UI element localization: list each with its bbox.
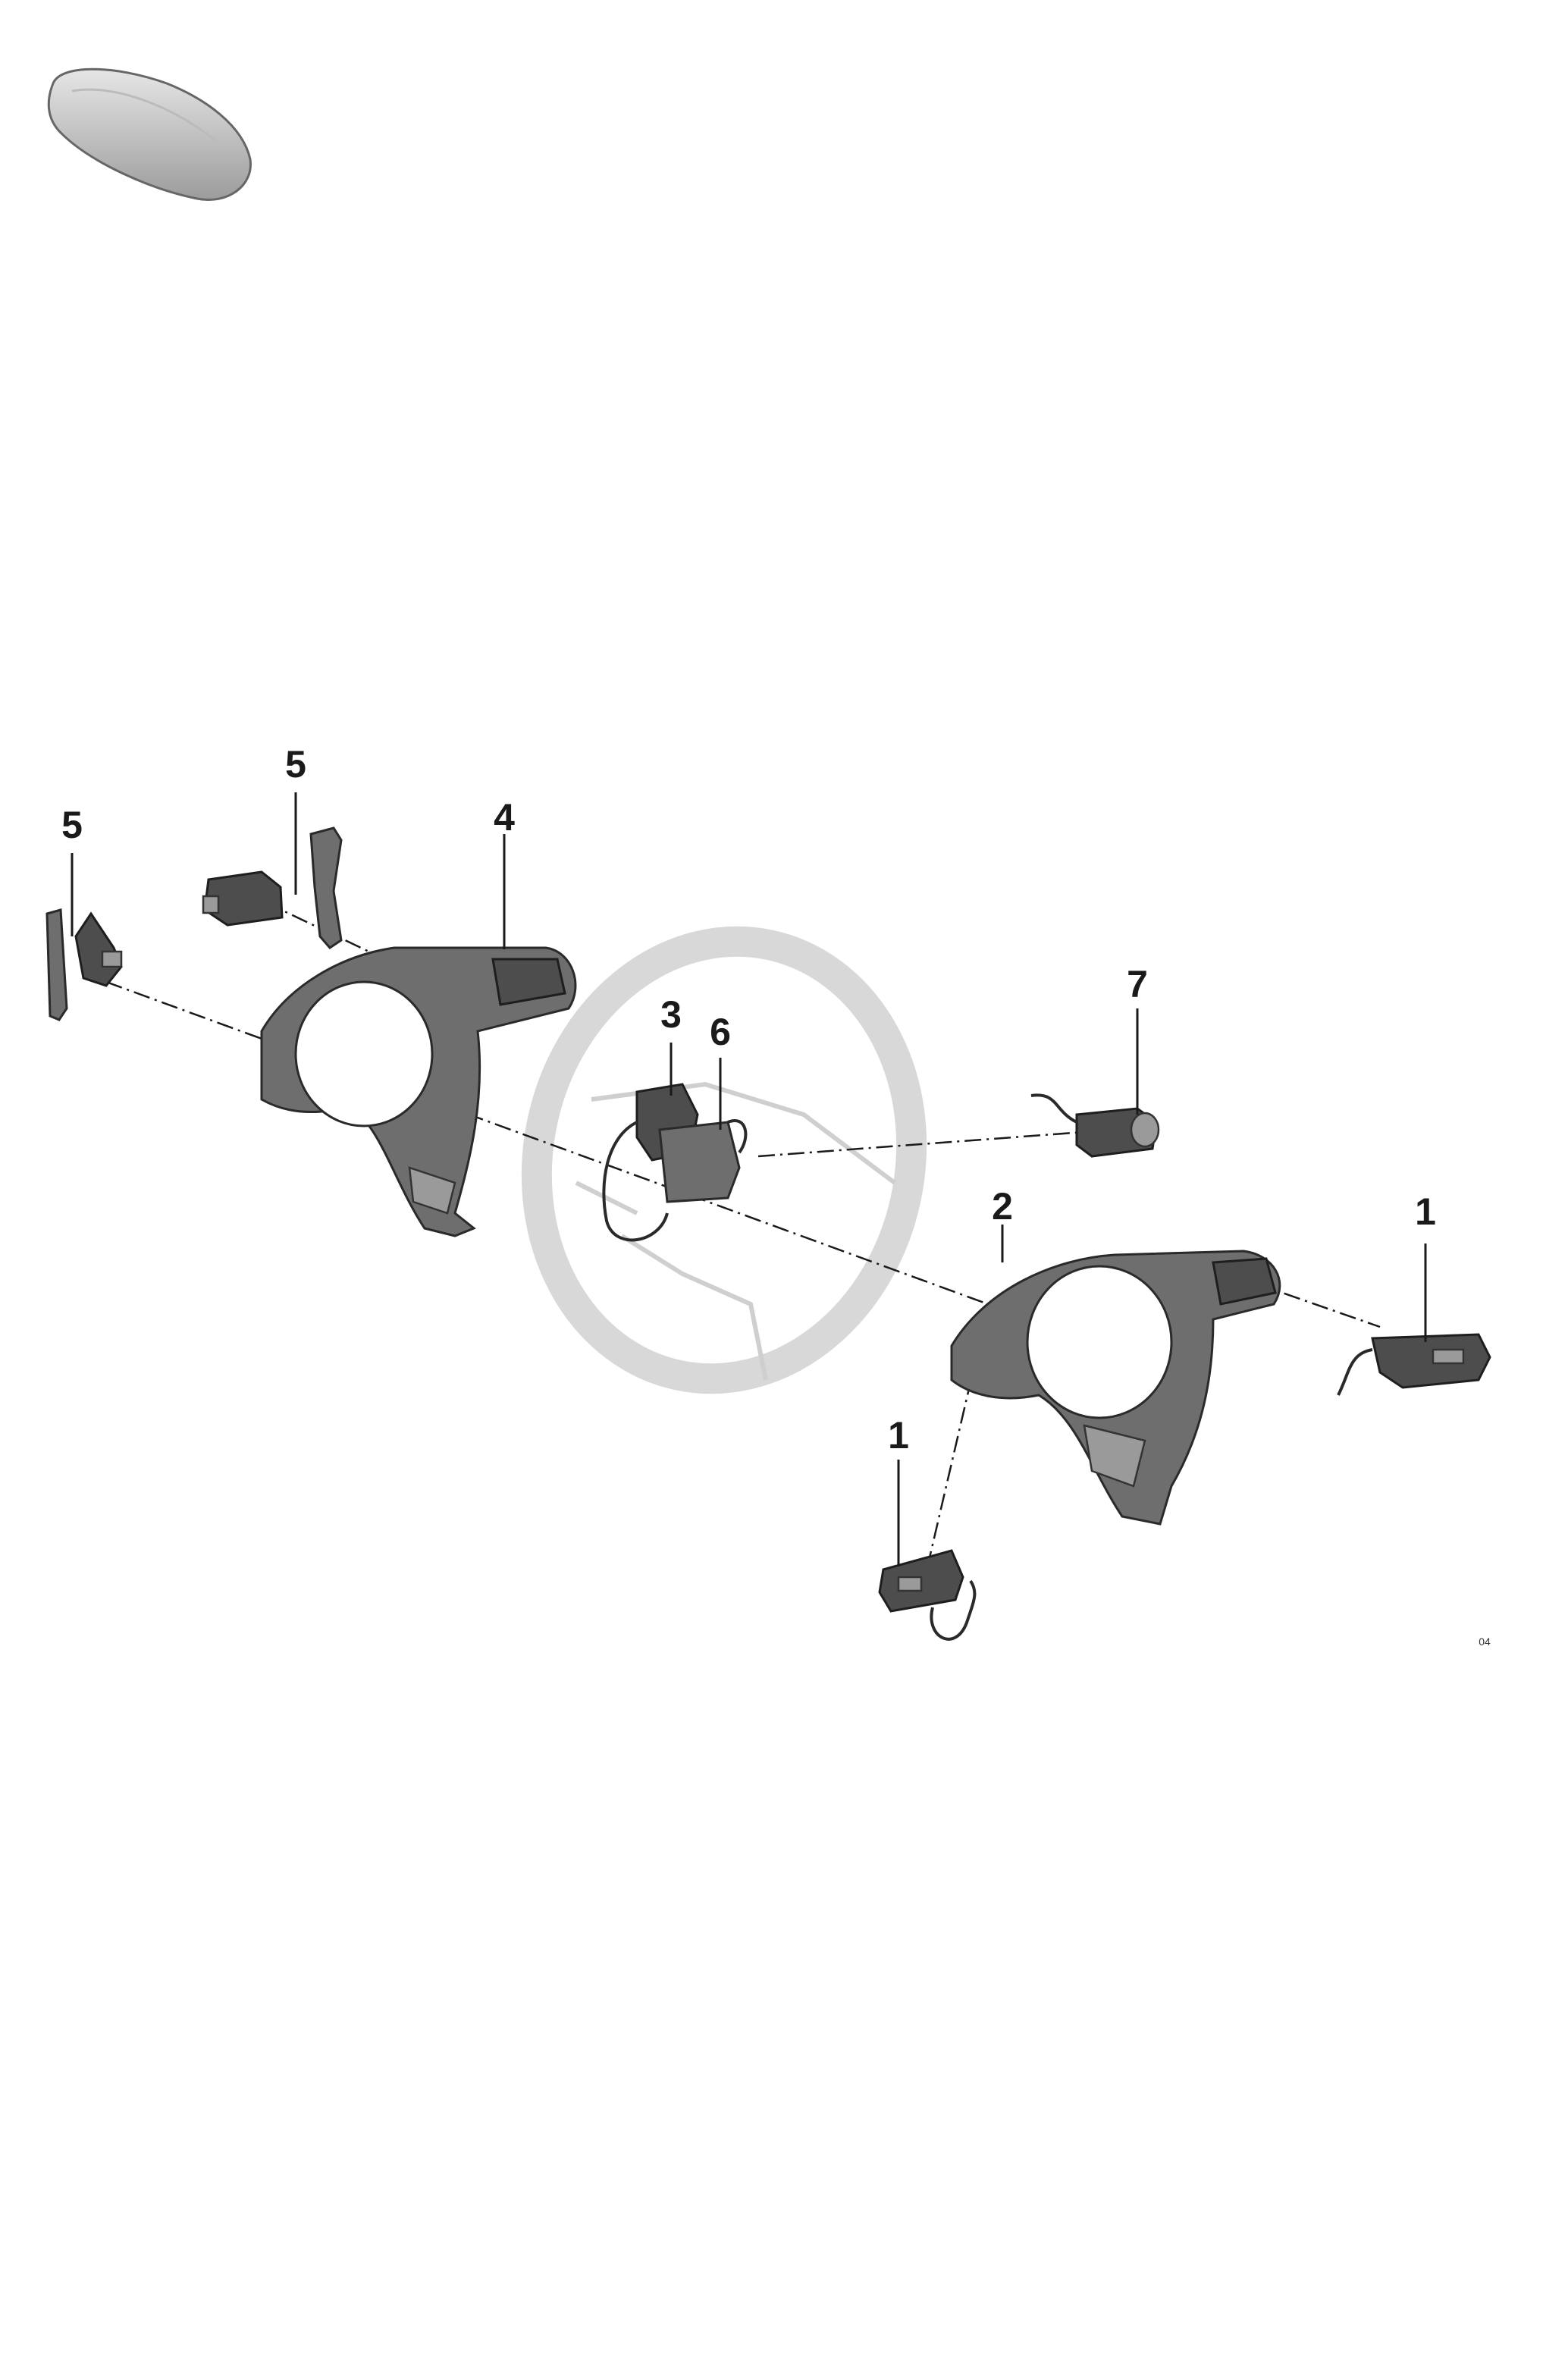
- callout-1-left: 1: [888, 1414, 909, 1457]
- callout-6: 6: [710, 1011, 731, 1053]
- callout-4: 4: [494, 796, 515, 839]
- callout-7: 7: [1127, 963, 1148, 1005]
- part-7-connector: [1030, 1093, 1160, 1158]
- part-5-paddle-left: [45, 908, 123, 1021]
- callout-1-right: 1: [1415, 1190, 1436, 1233]
- axis-part-7: [757, 1128, 1115, 1158]
- leader-lines: [71, 792, 1427, 1566]
- axis-part-1-right: [1228, 1272, 1381, 1328]
- callout-5-left: 5: [61, 804, 83, 846]
- vehicle-thumbnail: [47, 67, 252, 201]
- part-5-paddle-upper: [202, 826, 343, 949]
- callout-3: 3: [660, 993, 682, 1036]
- part-2-front-trim: [950, 1250, 1281, 1526]
- axis-main: [105, 980, 1093, 1344]
- part-1-control-left: [878, 1549, 977, 1641]
- callout-labels: 5 5 4 3 6 7 2 1 1: [61, 743, 1436, 1457]
- callout-2: 2: [992, 1185, 1013, 1228]
- sheet-code: 04: [1479, 1635, 1491, 1648]
- callout-5-upper: 5: [285, 743, 306, 786]
- part-1-control-right: [1337, 1333, 1491, 1396]
- part-3-6-center-module: [602, 1083, 748, 1242]
- part-4-rear-trim: [260, 946, 577, 1237]
